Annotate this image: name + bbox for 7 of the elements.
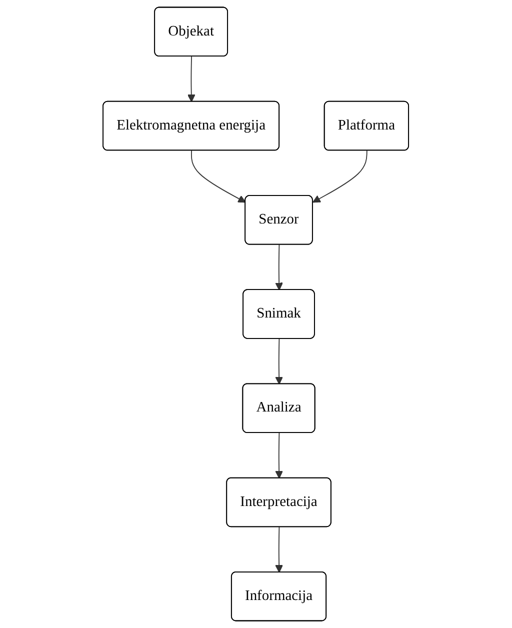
arrow bbox=[275, 338, 284, 384]
arrow bbox=[275, 432, 284, 479]
arrow bbox=[275, 526, 284, 573]
arrow bbox=[312, 150, 368, 203]
arrow bbox=[191, 150, 246, 203]
arrow bbox=[188, 56, 196, 102]
arrow bbox=[275, 244, 284, 290]
